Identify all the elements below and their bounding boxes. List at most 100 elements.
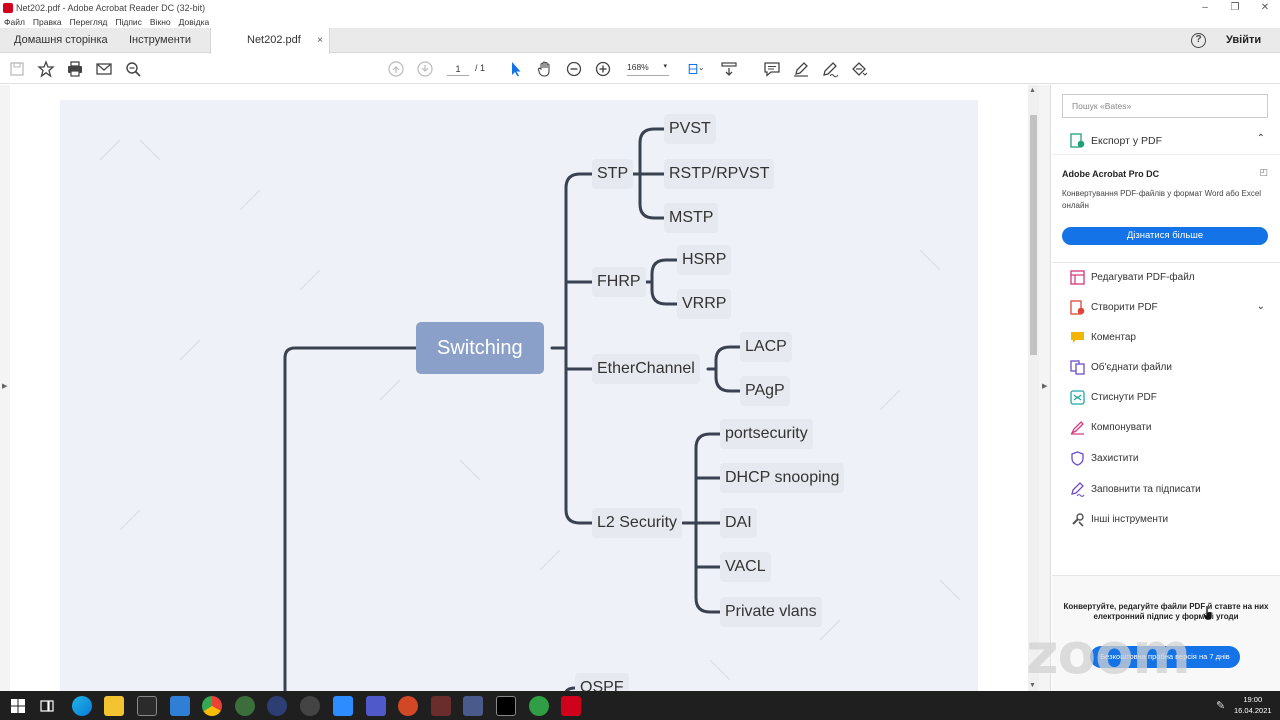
tab-tools[interactable]: Інструменти [129,34,191,46]
vertical-scrollbar[interactable]: ▲ ▼ [1028,85,1039,691]
tool-label: Інші інструменти [1091,514,1169,525]
menu-edit[interactable]: Правка [32,16,62,27]
mindmap-node-stp: STP [592,159,634,189]
pen-tray-icon[interactable]: ✎ [1216,700,1226,712]
bookmark-star-icon[interactable] [37,60,55,78]
mindmap-node-dai: DAI [720,508,757,538]
tool-combine-files[interactable]: Об'єднати файли [1052,353,1280,383]
scrollbar-thumb[interactable] [1030,115,1037,355]
comment-icon[interactable] [763,60,781,78]
system-clock[interactable]: 19:00 16.04.2021 [1234,694,1272,716]
tab-document[interactable]: Net202.pdf × [210,28,330,54]
protect-icon [1071,451,1084,466]
zoom-level-select[interactable]: 168% ▾ [627,62,669,76]
tab-home[interactable]: Домашня сторінка [14,34,108,46]
file-explorer-icon[interactable] [104,696,124,716]
hand-tool-icon[interactable] [536,60,554,78]
sign-icon[interactable] [821,60,839,78]
menu-window[interactable]: Вікно [149,16,171,27]
acrobat-taskbar-icon[interactable] [561,696,581,716]
tab-close-icon[interactable]: × [317,35,323,46]
zoom-in-icon[interactable] [594,60,612,78]
print-icon[interactable] [66,60,84,78]
highlight-pen-icon[interactable] [792,60,810,78]
tool-compress-pdf[interactable]: Стиснути PDF [1052,383,1280,413]
pdf-page: Switching STP FHRP EtherChannel L2 Secur… [60,100,978,691]
menu-help[interactable]: Довідка [178,16,210,27]
store-icon[interactable] [137,696,157,716]
scroll-up-icon[interactable]: ▲ [1029,87,1036,94]
mindmap-node-mstp: MSTP [664,203,719,233]
network-app-icon[interactable] [463,696,483,716]
export-pdf-header[interactable]: Експорт у PDF ⌃ [1052,127,1280,155]
tool-comment[interactable]: Коментар [1052,323,1280,353]
help-icon[interactable]: ? [1191,33,1206,48]
chrome-icon[interactable] [202,696,222,716]
app-red-icon[interactable] [431,696,451,716]
mindmap-node-lacp: LACP [740,332,792,362]
chevron-down-icon[interactable]: ⌄ [1256,301,1265,312]
windows-start-icon[interactable] [8,696,28,716]
tool-label: Компонувати [1091,422,1152,433]
mindmap-node-ospf: OSPF [575,673,629,691]
tool-organize[interactable]: Компонувати [1052,413,1280,443]
close-window-button[interactable]: ✕ [1260,2,1270,13]
select-tool-icon[interactable] [507,60,525,78]
scroll-mode-icon[interactable] [720,60,738,78]
powerpoint-icon[interactable] [398,696,418,716]
tool-protect[interactable]: Захистити [1052,444,1280,474]
create-pdf-icon [1070,300,1085,315]
tool-label: Редагувати PDF-файл [1091,272,1195,283]
zoom-app-icon[interactable] [333,696,353,716]
tools-pane: Пошук «Bates» Експорт у PDF ⌃ Adobe Acro… [1052,85,1280,691]
tool-fill-sign[interactable]: Заповнити та підписати [1052,475,1280,505]
scroll-down-icon[interactable]: ▼ [1029,682,1036,689]
app-green-icon[interactable] [235,696,255,716]
menu-file[interactable]: Файл [4,16,25,27]
clock-date: 16.04.2021 [1234,706,1272,715]
chevron-right-icon: ▶ [2,383,8,390]
chevron-up-icon[interactable]: ⌃ [1256,133,1265,144]
tab-bar: Домашня сторінка Інструменти Net202.pdf … [0,28,1280,54]
menu-sign[interactable]: Підпис [115,16,142,27]
tool-more-tools[interactable]: Інші інструменти [1052,505,1280,535]
page-number-input[interactable] [447,62,469,76]
edge-browser-icon[interactable] [72,696,92,716]
right-pane-toggle[interactable]: ▶ [1039,85,1051,691]
tool-create-pdf[interactable]: Створити PDF ⌄ [1052,293,1280,323]
fit-page-icon[interactable] [684,60,708,78]
free-trial-button[interactable]: Безкоштовна пробна версія на 7 днів [1090,646,1240,668]
tool-edit-pdf[interactable]: Редагувати PDF-файл [1052,263,1280,293]
mindmap-node-dhcp-snooping: DHCP snooping [720,463,845,493]
window-title: Net202.pdf - Adobe Acrobat Reader DC (32… [16,2,206,13]
vpn-icon[interactable] [267,696,287,716]
maximize-button[interactable]: ❐ [1230,2,1240,13]
menu-view[interactable]: Перегляд [69,16,108,27]
left-panel-toggle[interactable]: ▶ [0,85,10,691]
save-icon[interactable] [8,60,26,78]
learn-more-button[interactable]: Дізнатися більше [1062,227,1268,245]
mindmap-node-l2-security: L2 Security [592,508,683,538]
settings-gear-icon[interactable] [300,696,320,716]
task-view-icon[interactable] [37,696,57,716]
zoom-level-value: 168% [627,62,649,72]
signin-button[interactable]: Увійти [1226,34,1262,46]
find-zoom-icon[interactable] [124,60,142,78]
app-leaf-icon[interactable] [529,696,549,716]
tool-label: Стиснути PDF [1091,392,1157,403]
bottom-promo-text: Конвертуйте, редагуйте файли PDF й ставт… [1063,602,1269,621]
fill-tools-icon[interactable] [850,60,868,78]
email-icon[interactable] [95,60,113,78]
terminal-icon[interactable] [496,696,516,716]
teams-icon[interactable] [366,696,386,716]
document-viewer[interactable]: Switching STP FHRP EtherChannel L2 Secur… [10,85,1028,691]
promo-corner-icon[interactable]: ◰ [1259,167,1268,177]
mail-icon[interactable] [170,696,190,716]
zoom-out-icon[interactable] [565,60,583,78]
window-controls: – ❐ ✕ [1190,0,1280,15]
prev-page-icon[interactable] [387,60,405,78]
minimize-button[interactable]: – [1202,2,1208,13]
search-input[interactable]: Пошук «Bates» [1062,94,1268,118]
next-page-icon[interactable] [416,60,434,78]
menu-bar: Файл Правка Перегляд Підпис Вікно Довідк… [0,15,1280,28]
